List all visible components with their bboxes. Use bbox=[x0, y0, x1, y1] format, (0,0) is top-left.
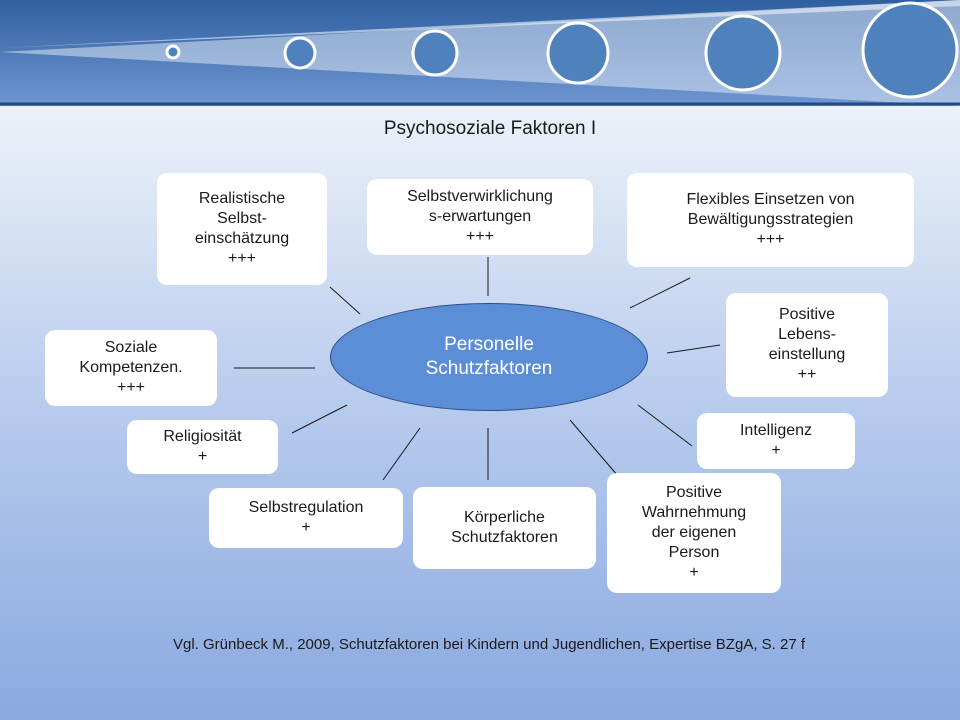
center-personelle-schutzfaktoren: Personelle Schutzfaktoren bbox=[330, 303, 648, 411]
factor-intelligenz: Intelligenz + bbox=[697, 413, 855, 469]
factor-positive-wahrnehmung: Positive Wahrnehmung der eigenen Person … bbox=[607, 473, 781, 593]
factor-religiositaet: Religiosität + bbox=[127, 420, 278, 474]
banner-light-wedge-top bbox=[0, 0, 960, 48]
banner-dot-1 bbox=[165, 44, 181, 60]
factor-positive-lebenseinstellung: Positive Lebens- einstellung ++ bbox=[726, 293, 888, 397]
connector-intelligenz bbox=[637, 404, 693, 447]
banner-dot-6 bbox=[861, 1, 959, 99]
connector-religiositaet bbox=[291, 404, 348, 434]
factor-flexibles-einsetzen: Flexibles Einsetzen von Bewältigungsstra… bbox=[627, 173, 914, 267]
factor-realistische-selbsteinschaetzung: Realistische Selbst- einschätzung +++ bbox=[157, 173, 327, 285]
slide-title: Psychosoziale Faktoren I bbox=[383, 118, 597, 139]
banner-dot-2 bbox=[283, 36, 317, 70]
connector-wahrnehmung bbox=[569, 419, 619, 477]
connector-realistische bbox=[329, 286, 361, 315]
connector-lebenseinstellung bbox=[666, 344, 721, 354]
connector-flexibles bbox=[629, 277, 691, 309]
banner-dot-3 bbox=[411, 29, 459, 77]
banner-dot-4 bbox=[546, 21, 610, 85]
citation: Vgl. Grünbeck M., 2009, Schutzfaktoren b… bbox=[172, 636, 806, 653]
banner-dot-5 bbox=[704, 14, 782, 92]
factor-koerperliche-schutzfaktoren: Körperliche Schutzfaktoren bbox=[413, 487, 596, 569]
factor-selbstregulation: Selbstregulation + bbox=[209, 488, 403, 548]
factor-selbstverwirklichungserwartungen: Selbstverwirklichung s-erwartungen +++ bbox=[367, 179, 593, 255]
header-banner bbox=[0, 0, 960, 106]
connector-selbstregulation bbox=[382, 427, 421, 481]
factor-soziale-kompetenzen: Soziale Kompetenzen. +++ bbox=[45, 330, 217, 406]
